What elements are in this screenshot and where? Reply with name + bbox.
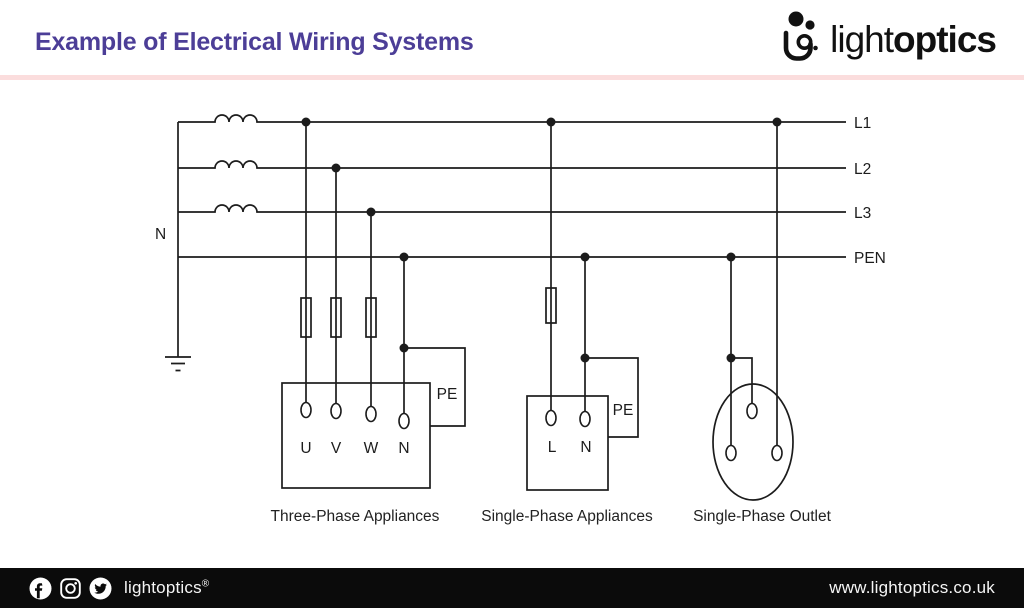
- outlet-pin-n: [725, 444, 737, 462]
- pe-label-three-phase: PE: [437, 386, 458, 403]
- neutral-earth-conductor: [165, 122, 191, 372]
- caption-three-phase: Three-Phase Appliances: [271, 508, 440, 525]
- social-icons: [29, 577, 112, 600]
- terminal-w: [365, 405, 377, 423]
- terminal-label-w: W: [364, 440, 379, 457]
- bus-label-l1: L1: [854, 115, 871, 132]
- bus-label-pen: PEN: [854, 250, 886, 267]
- fuse: [330, 297, 342, 338]
- facebook-icon: [29, 577, 52, 600]
- terminal-n3: [398, 412, 410, 430]
- instagram-icon: [59, 577, 82, 600]
- terminal-label-v: V: [331, 440, 342, 457]
- diagram-area: N L1 L2 L3 PEN U V W N PE L N PE Three-P…: [0, 80, 1024, 568]
- footer: lightoptics® www.lightoptics.co.uk: [0, 568, 1024, 608]
- ground-symbol: [165, 356, 191, 372]
- footer-brand-text: lightoptics: [124, 578, 202, 597]
- fuse: [300, 297, 312, 338]
- brand-wordmark-light: light: [830, 19, 894, 60]
- terminal-n1: [579, 410, 591, 428]
- header-divider: [0, 75, 1024, 80]
- single-phase-appliance-box: [526, 395, 609, 491]
- terminal-label-n1: N: [580, 439, 591, 456]
- junction-dots: [301, 117, 782, 363]
- lightoptics-logo-icon: [778, 6, 828, 64]
- twitter-icon: [89, 577, 112, 600]
- terminal-label-n3: N: [398, 440, 409, 457]
- header: Example of Electrical Wiring Systems lig…: [0, 0, 1024, 75]
- phase-bus-lines: [178, 114, 846, 258]
- single-phase-pe-wire: [585, 357, 639, 438]
- outlet-pin-l: [771, 444, 783, 462]
- terminal-u: [300, 401, 312, 419]
- caption-single-phase: Single-Phase Appliances: [481, 508, 653, 525]
- brand-wordmark: lightoptics: [830, 19, 997, 60]
- outlet-pin-pe: [746, 402, 758, 420]
- bus-label-l3: L3: [854, 205, 871, 222]
- three-phase-appliance-box: [281, 382, 431, 489]
- bus-l2: [178, 160, 846, 169]
- brand-wordmark-optics: optics: [893, 19, 997, 60]
- terminal-l: [545, 409, 557, 427]
- outlet-pe-wire: [731, 357, 753, 404]
- caption-outlet: Single-Phase Outlet: [693, 508, 832, 525]
- three-phase-pe-wire: [404, 347, 466, 427]
- bus-l1: [178, 114, 846, 123]
- single-phase-branch: [526, 122, 639, 491]
- fuse: [365, 297, 377, 338]
- terminal-label-l: L: [548, 439, 557, 456]
- registered-mark: ®: [201, 578, 210, 590]
- bus-l3: [178, 204, 846, 213]
- pe-label-single-phase: PE: [613, 402, 634, 419]
- brand-logo: lightoptics: [778, 6, 997, 64]
- bus-label-l2: L2: [854, 161, 871, 178]
- outlet-circle: [712, 383, 794, 501]
- neutral-label: N: [155, 226, 166, 243]
- terminal-v: [330, 402, 342, 420]
- fuse: [545, 287, 557, 324]
- terminal-label-u: U: [300, 440, 311, 457]
- footer-brand: lightoptics®: [124, 578, 209, 598]
- three-phase-branch: [281, 122, 466, 489]
- wiring-diagram: N L1 L2 L3 PEN U V W N PE L N PE Three-P…: [155, 114, 886, 525]
- footer-website: www.lightoptics.co.uk: [829, 578, 995, 597]
- page-title: Example of Electrical Wiring Systems: [35, 28, 474, 56]
- outlet-branch: [712, 122, 794, 501]
